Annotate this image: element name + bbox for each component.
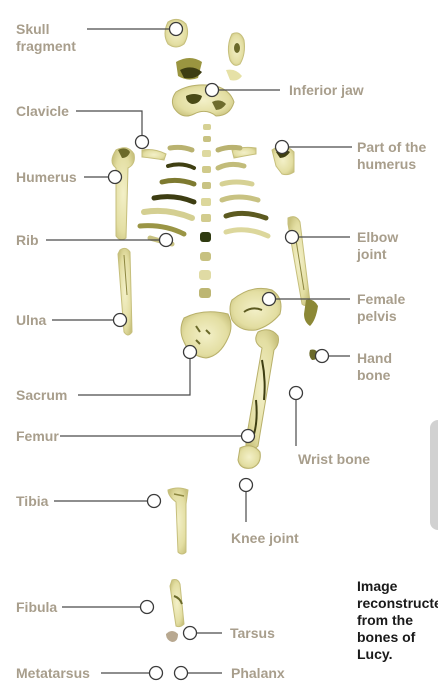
- label-sacrum: Sacrum: [16, 387, 67, 404]
- rib-cage: [140, 147, 268, 244]
- label-fibula: Fibula: [16, 599, 57, 616]
- edge-decoration: [430, 420, 438, 530]
- label-hand-line1: Hand: [357, 350, 392, 367]
- label-hand-line2: bone: [357, 367, 392, 384]
- marker-fibula: [141, 601, 154, 614]
- marker-rib: [160, 234, 173, 247]
- label-clavicle: Clavicle: [16, 103, 69, 120]
- caption: Image reconstructed from the bones of Lu…: [357, 578, 438, 663]
- marker-humerus: [109, 171, 122, 184]
- marker-metatarsus: [150, 667, 163, 680]
- label-hand-bone: Hand bone: [357, 350, 392, 384]
- label-metatarsus: Metatarsus: [16, 665, 90, 682]
- marker-part-humerus: [276, 141, 289, 154]
- right-arm-bones: [272, 146, 318, 360]
- caption-line2: reconstructed: [357, 595, 438, 612]
- label-part-humerus-line1: Part of the: [357, 139, 426, 156]
- spine: [199, 124, 211, 298]
- label-pelvis-line1: Female: [357, 291, 405, 308]
- label-skull-fragment: Skull fragment: [16, 21, 76, 55]
- label-tibia: Tibia: [16, 493, 48, 510]
- marker-tarsus: [184, 627, 197, 640]
- caption-line1: Image: [357, 578, 438, 595]
- label-knee-joint: Knee joint: [231, 530, 299, 547]
- tarsus-bone: [166, 631, 178, 642]
- leader-sacrum: [78, 352, 190, 395]
- label-rib: Rib: [16, 232, 39, 249]
- caption-line4: bones of: [357, 629, 438, 646]
- marker-tibia: [148, 495, 161, 508]
- label-phalanx: Phalanx: [231, 665, 285, 682]
- clavicle-bone: [142, 150, 166, 161]
- label-wrist-bone: Wrist bone: [298, 451, 370, 468]
- label-part-humerus-line2: humerus: [357, 156, 426, 173]
- label-skull-line1: Skull: [16, 21, 76, 38]
- marker-elbow: [286, 231, 299, 244]
- marker-sacrum: [184, 346, 197, 359]
- femur-bone: [238, 330, 279, 469]
- marker-jaw: [206, 84, 219, 97]
- label-part-of-humerus: Part of the humerus: [357, 139, 426, 173]
- label-skull-line2: fragment: [16, 38, 76, 55]
- marker-phalanx: [175, 667, 188, 680]
- label-humerus: Humerus: [16, 169, 77, 186]
- tibia-bone: [168, 488, 188, 554]
- label-ulna: Ulna: [16, 312, 46, 329]
- label-elbow-line1: Elbow: [357, 229, 398, 246]
- marker-skull: [170, 23, 183, 36]
- caption-line5: Lucy.: [357, 646, 438, 663]
- label-pelvis-line2: pelvis: [357, 308, 405, 325]
- marker-pelvis: [263, 293, 276, 306]
- marker-clavicle: [136, 136, 149, 149]
- label-tarsus: Tarsus: [230, 625, 275, 642]
- marker-knee: [240, 479, 253, 492]
- marker-hand: [316, 350, 329, 363]
- marker-femur: [242, 430, 255, 443]
- caption-line3: from the: [357, 612, 438, 629]
- label-female-pelvis: Female pelvis: [357, 291, 405, 325]
- marker-ulna: [114, 314, 127, 327]
- marker-wrist: [290, 387, 303, 400]
- label-femur: Femur: [16, 428, 59, 445]
- label-elbow-line2: joint: [357, 246, 398, 263]
- leader-clavicle: [76, 111, 142, 142]
- label-inferior-jaw: Inferior jaw: [289, 82, 364, 99]
- label-elbow-joint: Elbow joint: [357, 229, 398, 263]
